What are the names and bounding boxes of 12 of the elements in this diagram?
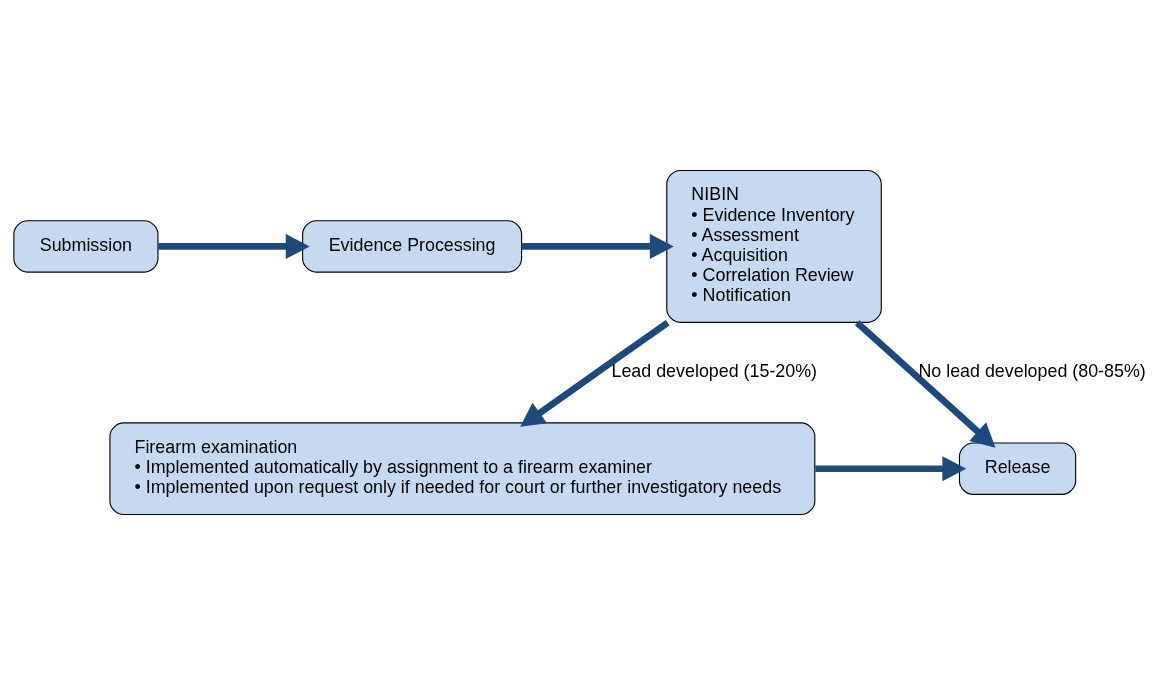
- node-box: Firearm examination • Implemented automatically by assignment to a firearm examiner • Implemented upon request only if needed for court or further investigatory needs: [109, 422, 816, 516]
- arrow: [520, 319, 670, 427]
- arrow: [158, 233, 310, 259]
- edge-label: No lead developed (80-85%): [918, 360, 1146, 381]
- arrow: [521, 233, 674, 259]
- node-box: Evidence Processing: [302, 220, 523, 273]
- node-box: Release: [958, 442, 1077, 495]
- arrow: [854, 320, 996, 448]
- node-box: Submission: [13, 220, 159, 273]
- arrow: [815, 456, 967, 482]
- edge-label: Lead developed (15-20%): [611, 360, 818, 381]
- node-box: NIBIN • Evidence Inventory • Assessment • Acquisition • Correlation Review • Notification: [666, 169, 882, 323]
